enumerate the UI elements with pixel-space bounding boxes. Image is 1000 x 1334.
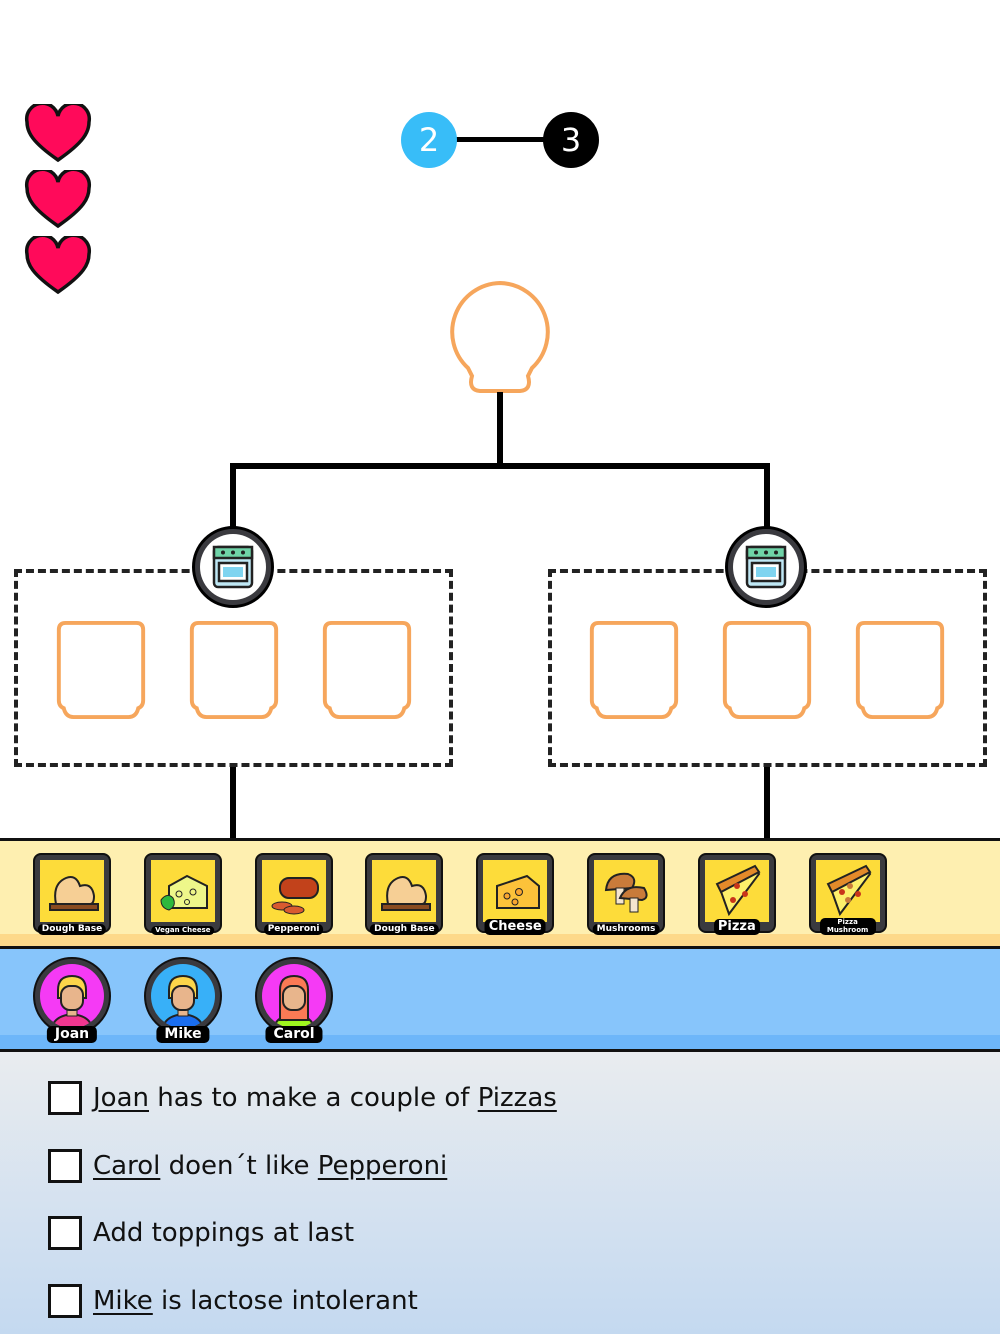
ingredient-card[interactable]: Pizza Mushroom [808,853,887,935]
character-name: Mike [156,1026,210,1043]
pepperoni-icon [271,877,319,915]
character-name: Carol [265,1026,323,1043]
oven-right [725,526,807,608]
character-bar: Joan Mike Carol [0,949,1000,1052]
ingredient-slot[interactable] [321,620,413,720]
task-keyword: Carol [93,1150,161,1181]
dough-icon [381,876,432,911]
tree-line [230,463,236,529]
ingredient-tray: Dough Base Vegan Cheese Pepperoni Dough Bas… [0,838,1000,949]
task-keyword: Pizzas [477,1083,557,1113]
tree-line [497,392,503,468]
ingredient-card[interactable]: Mushrooms [587,853,665,935]
ingredient-card[interactable]: Dough Base [365,853,444,935]
task-text: has to make a couple of [149,1083,478,1113]
tree-line [764,765,770,840]
ingredient-card[interactable]: Cheese [476,853,555,935]
oven-icon [212,545,254,589]
avatar-icon [161,974,205,1028]
ingredient-card[interactable]: Pepperoni [254,853,333,935]
task-checkbox[interactable] [48,1148,82,1183]
tree-line [764,463,770,529]
ingredient-label: Cheese [484,919,546,935]
mushroom-icon [604,872,648,913]
ingredient-slot[interactable] [188,620,280,720]
task-keyword: Mike [93,1285,153,1316]
ingredient-card[interactable]: Pizza [697,853,776,935]
final-slot[interactable] [440,280,560,396]
task-checkbox[interactable] [48,1283,82,1318]
ingredient-label: Pizza Mushroom [819,918,876,935]
tree-line [230,765,236,840]
tree-line [230,463,770,469]
progress-connector [450,137,550,142]
level-current: 2 [401,112,457,168]
oven-icon [745,545,787,589]
character-name: Joan [46,1026,98,1043]
character-carol[interactable]: Carol [255,957,333,1043]
avatar-icon [272,974,316,1028]
ingredient-label: Pizza [713,919,760,935]
task-keyword: Pepperoni [317,1150,448,1181]
character-joan[interactable]: Joan [33,957,111,1043]
ingredient-card[interactable]: Vegan Cheese [143,853,222,935]
pizza-icon [715,864,761,917]
oven-left [192,526,274,608]
ingredient-label: Dough Base [370,923,439,935]
task-item: Carol doen´t like Pepperoni [48,1148,448,1183]
task-item: Mike is lactose intolerant [48,1283,418,1318]
ingredient-label: Dough Base [37,923,107,935]
dough-icon [49,876,99,911]
vegan-cheese-icon [160,874,208,911]
task-keyword: Joan [93,1083,149,1113]
heart-icon [24,236,92,295]
ingredient-slot[interactable] [588,620,680,720]
ingredient-label: Vegan Cheese [151,925,215,935]
task-text: Add toppings at last [93,1218,355,1248]
task-item: Add toppings at last [48,1216,354,1250]
avatar-icon [50,974,94,1028]
character-mike[interactable]: Mike [144,957,222,1043]
task-item: Joan has to make a couple of Pizzas [48,1081,557,1115]
task-checkbox[interactable] [48,1081,82,1115]
ingredient-card[interactable]: Dough Base [33,853,111,935]
pizza-mushroom-icon [826,864,872,917]
ingredient-slot[interactable] [854,620,946,720]
heart-icon [24,104,92,163]
ingredient-slot[interactable] [721,620,813,720]
ingredient-label: Pepperoni [263,923,324,935]
ingredient-label: Mushrooms [592,923,660,935]
cheese-icon [496,874,541,909]
heart-icon [24,170,92,229]
task-checkbox[interactable] [48,1216,82,1250]
ingredient-slot[interactable] [55,620,147,720]
task-text: is lactose intolerant [152,1285,418,1316]
level-next: 3 [543,112,599,168]
task-text: doen´t like [160,1150,318,1181]
